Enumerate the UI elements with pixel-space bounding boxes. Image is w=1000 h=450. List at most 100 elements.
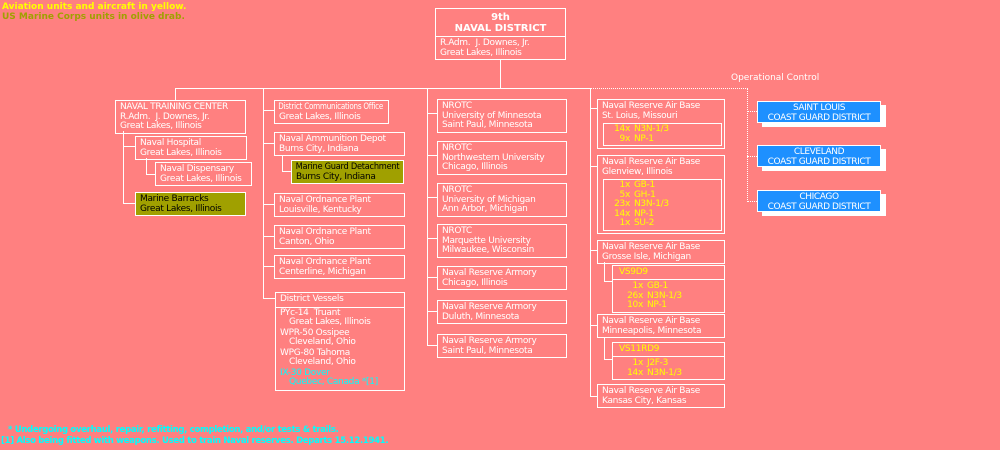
aircraft-type: J2F-3 — [647, 358, 669, 368]
unit-location: Duluth, Minnesota — [442, 311, 520, 322]
unit-name: Naval Reserve Armory — [442, 336, 537, 346]
unit-location: Great Lakes, Illinois — [120, 121, 202, 131]
connector-line — [590, 108, 597, 109]
vessel-location: Cleveland, Ohio — [289, 357, 356, 367]
connector-line — [263, 204, 274, 205]
connector-line — [427, 277, 437, 278]
box-naval-hospital: Naval Hospital Great Lakes, Illinois — [135, 136, 247, 160]
unit-location: Saint Paul, Minnesota — [442, 120, 533, 130]
vessel-name: IX-30 Dover — [280, 367, 330, 378]
box-armory-saint-paul: Naval Reserve Armory Saint Paul, Minneso… — [437, 334, 567, 358]
connector-line — [590, 396, 597, 397]
aircraft-count: 1x — [632, 358, 644, 368]
box-airbase-glenview: Naval Reserve Air Base Glenview, Illinoi… — [597, 155, 725, 234]
unit-location: Chicago, Illinois — [442, 277, 508, 288]
connector-line — [175, 88, 176, 101]
vessel-name: WPG-80 Tahoma — [280, 347, 350, 358]
unit-name: Marine Barracks — [140, 194, 209, 204]
connector-line — [427, 345, 437, 346]
district-echelon: 9th — [491, 12, 510, 23]
connector-line — [604, 359, 612, 360]
aircraft-count: 14x — [614, 208, 630, 219]
aircraft-count: 10x — [627, 300, 643, 310]
aircraft-type: N3N-1/3 — [634, 199, 669, 209]
box-district-vessels: District Vessels PYc-14 Truant Great Lak… — [275, 292, 405, 391]
box-cg-chicago: CHICAGO COAST GUARD DISTRICT — [757, 190, 881, 212]
box-nrotc-northwestern: NROTC Northwestern University Chicago, I… — [437, 141, 567, 175]
box-marine-guard-detachment: Marine Guard Detachment Burns City, Indi… — [291, 160, 404, 184]
unit-location: Chicago, Illinois — [442, 162, 508, 172]
aircraft-type: NP-1 — [647, 300, 667, 310]
connector-line — [590, 250, 597, 251]
cg-org: COAST GUARD DISTRICT — [767, 113, 871, 123]
unit-name: Naval Ammunition Depot — [279, 134, 386, 144]
connector-line — [604, 262, 605, 282]
box-ordnance-plant-centerline: Naval Ordnance Plant Centerline, Michiga… — [274, 255, 405, 279]
aircraft-count: 1x — [619, 180, 631, 190]
unit-name: Naval Reserve Air Base — [602, 157, 701, 167]
unit-name: Marine Guard Detachment — [295, 162, 400, 172]
box-airbase-kansas-city: Naval Reserve Air Base Kansas City, Kans… — [597, 384, 725, 408]
unit-location: Saint Paul, Minnesota — [442, 345, 533, 356]
district-vessels-title: District Vessels — [276, 293, 404, 308]
connector-line — [590, 166, 597, 167]
connector-line — [263, 236, 274, 237]
district-name: NAVAL DISTRICT — [454, 23, 547, 34]
aircraft-type: N3N-1/3 — [647, 367, 682, 378]
connector-line — [123, 146, 135, 147]
unit-name: Naval Ordnance Plant — [279, 195, 371, 205]
box-naval-dispensary: Naval Dispensary Great Lakes, Illinois — [155, 162, 252, 186]
unit-school: University of Michigan — [442, 194, 536, 205]
cg-city: SAINT LOUIS — [792, 103, 846, 113]
cg-city: CHICAGO — [799, 192, 839, 202]
aircraft-type: NP-1 — [634, 208, 654, 219]
aircraft-type: NP-1 — [634, 133, 654, 144]
box-cg-cleveland: CLEVELAND COAST GUARD DISTRICT — [757, 145, 881, 167]
box-9th-naval-district: 9th NAVAL DISTRICT R.Adm. J. Downes, Jr.… — [435, 8, 566, 60]
box-airbase-st-louis: Naval Reserve Air Base St. Loius, Missou… — [597, 99, 725, 149]
box-cg-saint-louis: SAINT LOUIS COAST GUARD DISTRICT — [757, 101, 881, 123]
unit-location: Burns City, Indiana — [296, 171, 376, 182]
footnote-1: [1] Also being fitted with weapons. Used… — [1, 436, 389, 446]
unit-location: Grosse Isle, Michigan — [602, 251, 691, 262]
aircraft-row: 23x N3N-1/3 — [604, 199, 721, 210]
unit-location: Great Lakes, Illinois — [279, 111, 361, 122]
box-ordnance-plant-canton: Naval Ordnance Plant Canton, Ohio — [274, 225, 405, 249]
unit-location: Ann Arbor, Michigan — [442, 204, 528, 214]
aircraft-count: 1x — [619, 218, 631, 228]
squadron-name: VS11RD9 — [613, 343, 724, 357]
vessel-location: Great Lakes, Illinois — [289, 317, 371, 327]
aircraft-type: N3N-1/3 — [634, 124, 669, 134]
aircraft-type: GH-1 — [634, 189, 656, 200]
connector-line — [604, 281, 612, 282]
unit-school: Northwestern University — [442, 152, 545, 163]
aircraft-row: 14x NP-1 — [604, 208, 721, 220]
vessel-name: PYc-14 Truant — [280, 307, 341, 318]
box-naval-training-center: NAVAL TRAINING CENTER R.Adm. J. Downes, … — [115, 100, 246, 134]
squadron-name: VS9D9 — [613, 266, 724, 280]
district-title: 9th NAVAL DISTRICT — [436, 9, 565, 37]
aircraft-count: 23x — [614, 199, 630, 209]
unit-location: Glenview, Illinois — [602, 166, 673, 177]
unit-name: NROTC — [442, 226, 472, 236]
unit-name: Naval Ordnance Plant — [279, 227, 371, 237]
connector-line — [146, 158, 147, 175]
box-naval-ammunition-depot: Naval Ammunition Depot Burns City, India… — [274, 132, 405, 156]
connector-line — [263, 88, 264, 299]
box-armory-duluth: Naval Reserve Armory Duluth, Minnesota — [437, 300, 567, 324]
aircraft-count: 5x — [619, 189, 631, 200]
aircraft-count: 26x — [627, 290, 643, 301]
unit-name: Naval Ordnance Plant — [279, 257, 371, 267]
vessel-location: Quebec, Canada *[1] — [289, 377, 378, 387]
connector-line — [175, 88, 591, 89]
connector-dotted — [747, 111, 757, 112]
unit-location: St. Loius, Missouri — [602, 110, 678, 121]
district-location: Great Lakes, Illinois — [440, 47, 522, 58]
